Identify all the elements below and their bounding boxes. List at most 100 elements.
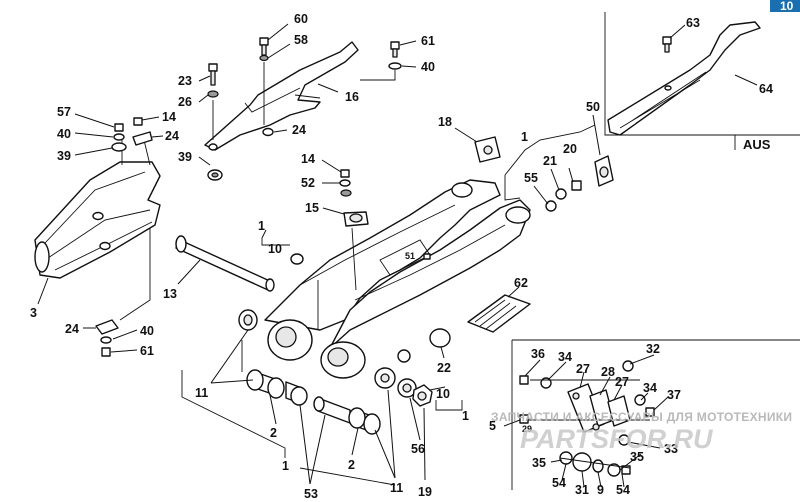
callout-5: 5	[489, 419, 496, 433]
screw-63	[662, 36, 672, 53]
washer-40b	[113, 133, 125, 141]
callout-24: 24	[292, 123, 306, 137]
callout-14: 14	[162, 110, 176, 124]
callout-61: 61	[140, 344, 154, 358]
callout-40: 40	[57, 127, 71, 141]
washer-55	[545, 200, 557, 212]
callout-29: 29	[522, 424, 532, 434]
callout-15: 15	[305, 201, 319, 215]
watermark-line2: PARTSFOR.RU	[520, 424, 714, 454]
callout-20: 20	[563, 142, 577, 156]
callout-22: 22	[437, 361, 451, 375]
callout-10: 10	[436, 387, 450, 401]
callout-26: 26	[178, 95, 192, 109]
callout-10: 10	[268, 242, 282, 256]
corner-tab-text: 10	[780, 0, 794, 13]
callout-14: 14	[301, 152, 315, 166]
block-18	[474, 136, 501, 163]
reflector-plate-62	[467, 294, 531, 333]
chain-guard-16	[204, 41, 359, 151]
callout-16: 16	[345, 90, 359, 104]
callout-24: 24	[65, 322, 79, 336]
nut-19	[412, 384, 433, 407]
callout-31: 31	[575, 483, 589, 497]
callout-37: 37	[667, 388, 681, 402]
washer-39b	[111, 142, 127, 152]
callout-24: 24	[165, 129, 179, 143]
bolt-51	[423, 253, 431, 260]
cap-22	[429, 328, 451, 348]
screw-60	[259, 37, 269, 56]
callout-1: 1	[258, 219, 265, 233]
callout-19: 19	[418, 485, 432, 499]
callout-1: 1	[521, 130, 528, 144]
bolt-57	[114, 123, 124, 132]
callout-23: 23	[178, 74, 192, 88]
callout-3: 3	[30, 306, 37, 320]
spacer-11c	[374, 367, 396, 389]
corner-tab: 10	[770, 0, 800, 13]
callout-labels: 60 58 61 40 23 26 16 24 39 57 14 40 24 3…	[30, 12, 773, 501]
callout-9: 9	[597, 483, 604, 497]
callout-63: 63	[686, 16, 700, 30]
callout-1: 1	[282, 459, 289, 473]
callout-11: 11	[195, 386, 208, 400]
callout-2: 2	[348, 458, 355, 472]
washer-52	[339, 179, 351, 187]
aus-label: AUS	[743, 137, 771, 152]
callout-34: 34	[558, 350, 572, 364]
callout-34: 34	[643, 381, 657, 395]
callout-33: 33	[664, 442, 678, 456]
bush-52b	[340, 189, 352, 197]
callout-54: 54	[616, 483, 630, 497]
callout-60: 60	[294, 12, 308, 26]
callout-58: 58	[294, 33, 308, 47]
block-24c	[95, 319, 119, 335]
callout-21: 21	[543, 154, 557, 168]
axle-13	[175, 235, 275, 292]
callout-13: 13	[163, 287, 177, 301]
callout-39: 39	[178, 150, 192, 164]
spacer-11b	[285, 381, 308, 406]
callout-53: 53	[304, 487, 318, 501]
callout-18: 18	[438, 115, 452, 129]
callout-56: 56	[411, 442, 425, 456]
bolt-61a	[390, 41, 400, 58]
callout-64: 64	[759, 82, 773, 96]
tube-53	[313, 396, 351, 424]
nut-20	[571, 180, 582, 191]
washer-21	[555, 188, 567, 200]
callout-50: 50	[586, 100, 600, 114]
chain-slider-3	[34, 161, 161, 279]
bearing-2b	[348, 407, 381, 435]
aus-label-text: AUS	[743, 137, 771, 152]
screw-14b	[340, 169, 350, 178]
spacer-11a	[238, 309, 258, 331]
callout-27: 27	[576, 362, 590, 376]
screw-23	[208, 63, 218, 86]
callout-32: 32	[646, 342, 660, 356]
callout-2: 2	[270, 426, 277, 440]
callout-52: 52	[301, 176, 315, 190]
block-24b	[132, 131, 153, 146]
callout-55: 55	[524, 171, 538, 185]
screw-14a	[133, 117, 143, 126]
bush-10b	[397, 349, 411, 363]
callout-27: 27	[615, 375, 629, 389]
callout-28: 28	[601, 365, 615, 379]
callout-51: 51	[405, 251, 415, 261]
callout-40: 40	[421, 60, 435, 74]
washer-58	[259, 54, 269, 62]
callout-57: 57	[57, 105, 71, 119]
washer-40a	[388, 62, 402, 70]
callout-40: 40	[140, 324, 154, 338]
callout-1: 1	[462, 409, 469, 423]
aus-variant-box	[604, 12, 800, 150]
callout-11: 11	[390, 481, 403, 495]
callout-36: 36	[531, 347, 545, 361]
chain-slider-ring-15	[343, 211, 369, 227]
washer-26	[207, 90, 219, 98]
callout-62: 62	[514, 276, 528, 290]
callout-35: 35	[532, 456, 546, 470]
